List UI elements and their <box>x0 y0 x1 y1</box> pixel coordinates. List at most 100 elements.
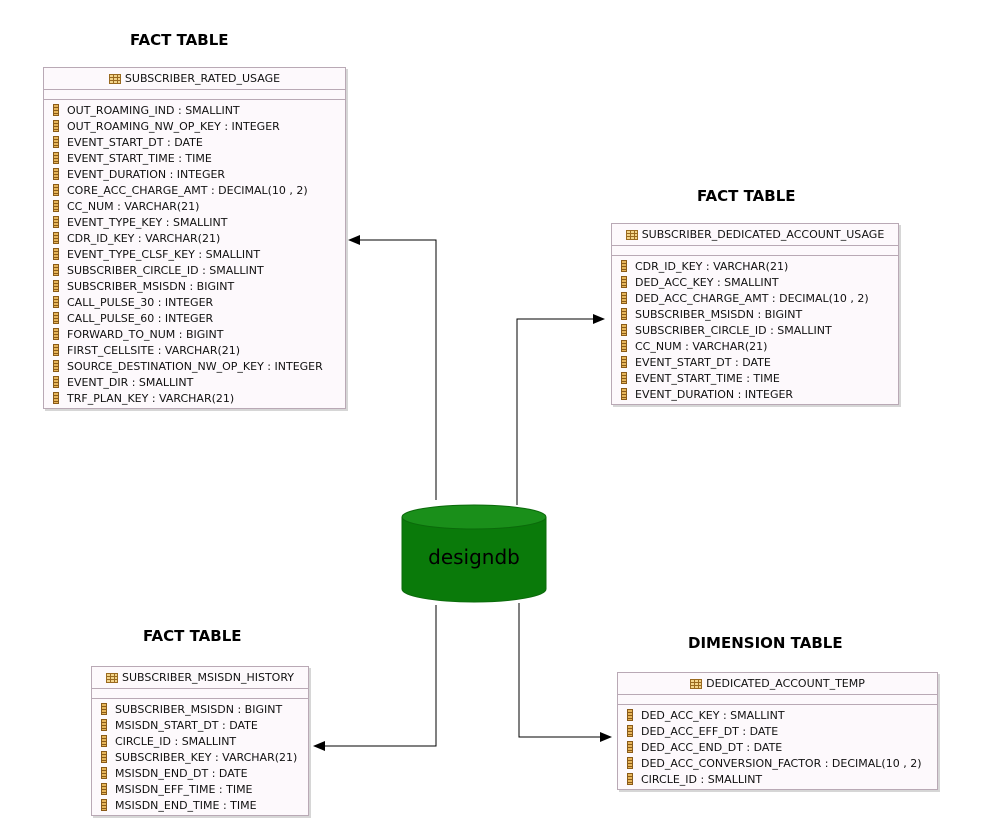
entity-subscriber-rated-usage[interactable]: SUBSCRIBER_RATED_USAGE OUT_ROAMING_IND :… <box>43 67 346 409</box>
column-icon <box>627 773 633 785</box>
column-row[interactable]: EVENT_START_TIME : TIME <box>612 370 898 386</box>
table-icon <box>625 229 638 240</box>
column-label: CC_NUM : VARCHAR(21) <box>635 339 768 353</box>
column-label: SUBSCRIBER_MSISDN : BIGINT <box>115 702 283 716</box>
column-icon <box>627 725 633 737</box>
column-row[interactable]: SUBSCRIBER_MSISDN : BIGINT <box>612 306 898 322</box>
entity-dedicated-account-temp[interactable]: DEDICATED_ACCOUNT_TEMP DED_ACC_KEY : SMA… <box>617 672 938 790</box>
column-row[interactable]: DED_ACC_CONVERSION_FACTOR : DECIMAL(10 ,… <box>618 755 937 771</box>
column-icon <box>53 232 59 244</box>
column-label: EVENT_START_DT : DATE <box>67 135 203 149</box>
entity-key-section <box>618 695 937 705</box>
column-row[interactable]: DED_ACC_EFF_DT : DATE <box>618 723 937 739</box>
entity-key-section <box>92 689 308 699</box>
entity-subscriber-msisdn-history[interactable]: SUBSCRIBER_MSISDN_HISTORY SUBSCRIBER_MSI… <box>91 666 309 816</box>
column-icon <box>53 376 59 388</box>
column-icon <box>621 308 627 320</box>
entity-title: SUBSCRIBER_RATED_USAGE <box>124 72 281 85</box>
column-row[interactable]: DED_ACC_END_DT : DATE <box>618 739 937 755</box>
column-icon <box>53 360 59 372</box>
column-icon <box>53 248 59 260</box>
column-icon <box>53 264 59 276</box>
column-row[interactable]: EVENT_DURATION : INTEGER <box>612 386 898 402</box>
column-icon <box>53 280 59 292</box>
column-row[interactable]: DED_ACC_KEY : SMALLINT <box>612 274 898 290</box>
column-row[interactable]: OUT_ROAMING_IND : SMALLINT <box>44 102 345 118</box>
column-icon <box>53 216 59 228</box>
column-row[interactable]: CIRCLE_ID : SMALLINT <box>618 771 937 787</box>
column-row[interactable]: CALL_PULSE_60 : INTEGER <box>44 310 345 326</box>
column-icon <box>621 388 627 400</box>
column-row[interactable]: CDR_ID_KEY : VARCHAR(21) <box>44 230 345 246</box>
column-icon <box>101 751 107 763</box>
column-row[interactable]: CIRCLE_ID : SMALLINT <box>92 733 308 749</box>
column-label: MSISDN_EFF_TIME : TIME <box>115 782 253 796</box>
column-label: MSISDN_START_DT : DATE <box>115 718 258 732</box>
column-row[interactable]: CALL_PULSE_30 : INTEGER <box>44 294 345 310</box>
column-icon <box>53 328 59 340</box>
column-icon <box>53 200 59 212</box>
column-row[interactable]: OUT_ROAMING_NW_OP_KEY : INTEGER <box>44 118 345 134</box>
column-icon <box>101 719 107 731</box>
column-row[interactable]: MSISDN_START_DT : DATE <box>92 717 308 733</box>
entity-header: SUBSCRIBER_DEDICATED_ACCOUNT_USAGE <box>612 224 898 246</box>
column-row[interactable]: DED_ACC_KEY : SMALLINT <box>618 707 937 723</box>
column-row[interactable]: SUBSCRIBER_MSISDN : BIGINT <box>44 278 345 294</box>
column-label: CDR_ID_KEY : VARCHAR(21) <box>635 259 789 273</box>
column-row[interactable]: EVENT_START_DT : DATE <box>612 354 898 370</box>
column-row[interactable]: EVENT_DURATION : INTEGER <box>44 166 345 182</box>
connector-to-rated-usage <box>348 235 437 500</box>
column-row[interactable]: SUBSCRIBER_KEY : VARCHAR(21) <box>92 749 308 765</box>
column-icon <box>621 292 627 304</box>
column-icon <box>621 260 627 272</box>
column-row[interactable]: SUBSCRIBER_MSISDN : BIGINT <box>92 701 308 717</box>
column-label: DED_ACC_KEY : SMALLINT <box>635 275 779 289</box>
column-label: EVENT_DURATION : INTEGER <box>67 167 226 181</box>
column-row[interactable]: FORWARD_TO_NUM : BIGINT <box>44 326 345 342</box>
column-label: OUT_ROAMING_IND : SMALLINT <box>67 103 240 117</box>
column-label: SUBSCRIBER_MSISDN : BIGINT <box>67 279 235 293</box>
column-row[interactable]: CORE_ACC_CHARGE_AMT : DECIMAL(10 , 2) <box>44 182 345 198</box>
column-row[interactable]: EVENT_DIR : SMALLINT <box>44 374 345 390</box>
column-label: CIRCLE_ID : SMALLINT <box>115 734 237 748</box>
dimension-table-heading: DIMENSION TABLE <box>688 634 843 652</box>
column-icon <box>53 104 59 116</box>
fact-table-heading: FACT TABLE <box>143 627 242 645</box>
column-row[interactable]: MSISDN_END_DT : DATE <box>92 765 308 781</box>
entity-subscriber-dedicated-account-usage[interactable]: SUBSCRIBER_DEDICATED_ACCOUNT_USAGE CDR_I… <box>611 223 899 405</box>
column-row[interactable]: SOURCE_DESTINATION_NW_OP_KEY : INTEGER <box>44 358 345 374</box>
column-row[interactable]: MSISDN_END_TIME : TIME <box>92 797 308 813</box>
column-icon <box>53 296 59 308</box>
column-label: EVENT_START_TIME : TIME <box>635 371 780 385</box>
column-row[interactable]: EVENT_TYPE_KEY : SMALLINT <box>44 214 345 230</box>
entity-title: SUBSCRIBER_MSISDN_HISTORY <box>121 671 294 684</box>
column-row[interactable]: EVENT_TYPE_CLSF_KEY : SMALLINT <box>44 246 345 262</box>
column-row[interactable]: CC_NUM : VARCHAR(21) <box>44 198 345 214</box>
column-label: CALL_PULSE_30 : INTEGER <box>67 295 214 309</box>
column-row[interactable]: FIRST_CELLSITE : VARCHAR(21) <box>44 342 345 358</box>
entity-columns: CDR_ID_KEY : VARCHAR(21) DED_ACC_KEY : SM… <box>612 256 898 404</box>
column-row[interactable]: SUBSCRIBER_CIRCLE_ID : SMALLINT <box>44 262 345 278</box>
column-row[interactable]: CDR_ID_KEY : VARCHAR(21) <box>612 258 898 274</box>
column-label: SUBSCRIBER_MSISDN : BIGINT <box>635 307 803 321</box>
column-row[interactable]: DED_ACC_CHARGE_AMT : DECIMAL(10 , 2) <box>612 290 898 306</box>
column-icon <box>627 757 633 769</box>
column-label: DED_ACC_END_DT : DATE <box>641 740 783 754</box>
entity-key-section <box>612 246 898 256</box>
column-label: FORWARD_TO_NUM : BIGINT <box>67 327 224 341</box>
entity-header: SUBSCRIBER_RATED_USAGE <box>44 68 345 90</box>
entity-columns: SUBSCRIBER_MSISDN : BIGINT MSISDN_START_D… <box>92 699 308 815</box>
column-icon <box>53 344 59 356</box>
column-row[interactable]: CC_NUM : VARCHAR(21) <box>612 338 898 354</box>
entity-title: SUBSCRIBER_DEDICATED_ACCOUNT_USAGE <box>641 228 885 241</box>
column-row[interactable]: MSISDN_EFF_TIME : TIME <box>92 781 308 797</box>
column-row[interactable]: EVENT_START_TIME : TIME <box>44 150 345 166</box>
column-row[interactable]: EVENT_START_DT : DATE <box>44 134 345 150</box>
column-row[interactable]: SUBSCRIBER_CIRCLE_ID : SMALLINT <box>612 322 898 338</box>
column-row[interactable]: TRF_PLAN_KEY : VARCHAR(21) <box>44 390 345 406</box>
column-icon <box>101 799 107 811</box>
column-icon <box>53 184 59 196</box>
column-icon <box>621 356 627 368</box>
